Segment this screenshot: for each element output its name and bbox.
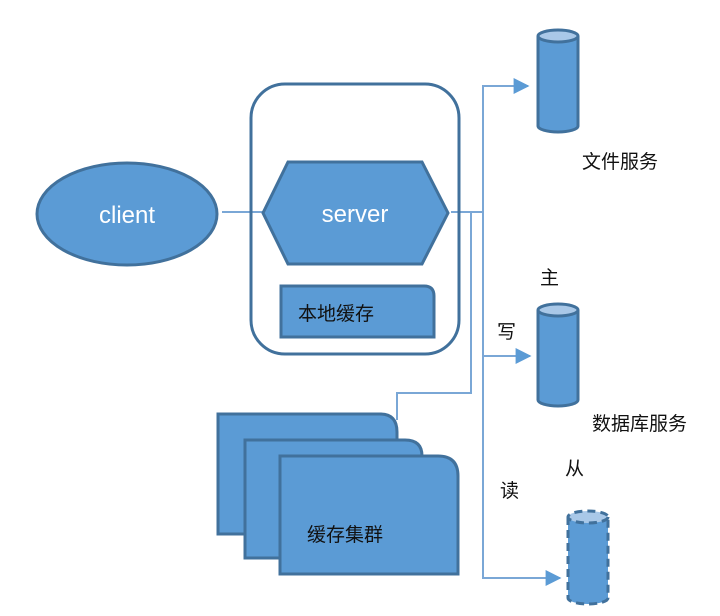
file-service-node[interactable] [536, 28, 580, 134]
cache-cluster-node[interactable]: 缓存集群 [216, 412, 460, 576]
db-service-label: 数据库服务 [592, 413, 687, 435]
client-node[interactable]: client [35, 161, 219, 267]
server-node[interactable]: server [261, 160, 450, 266]
write-edge-label: 写 [497, 321, 516, 343]
edge-to-cache-cluster [396, 213, 472, 420]
edge-read-db-slave [482, 356, 562, 586]
local-cache-node[interactable]: 本地缓存 [279, 284, 436, 339]
local-cache-label: 本地缓存 [298, 303, 374, 325]
file-service-label: 文件服务 [582, 151, 658, 173]
edge-to-file-service [482, 78, 530, 212]
db-slave-node[interactable] [566, 509, 610, 606]
read-edge-label: 读 [500, 480, 519, 502]
cache-cluster-layer-front [278, 454, 460, 576]
connectors [222, 78, 562, 586]
db-master-role-label: 主 [540, 267, 559, 289]
server-label: server [322, 201, 389, 228]
cache-cluster-label: 缓存集群 [307, 524, 383, 546]
db-master-node[interactable] [536, 302, 580, 408]
db-slave-role-label: 从 [565, 458, 584, 480]
server-container [249, 82, 461, 356]
client-label: client [99, 202, 155, 229]
